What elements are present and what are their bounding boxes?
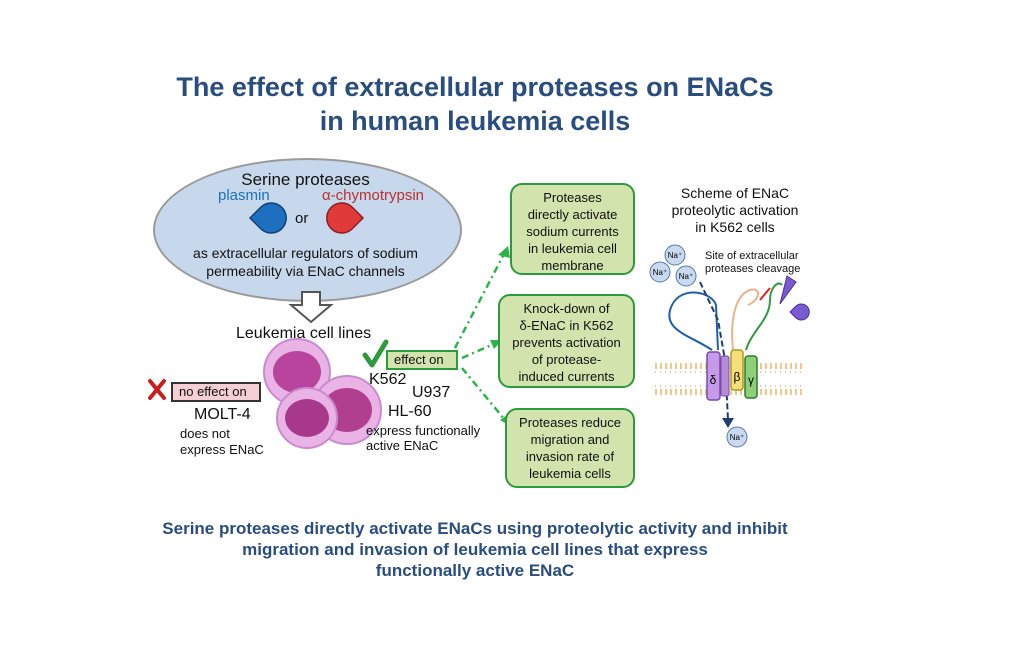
beta-subunit bbox=[730, 349, 744, 391]
ion-arrowhead bbox=[722, 418, 734, 428]
chymotrypsin-label: α-chymotrypsin bbox=[322, 187, 425, 204]
scheme-title-line-1: Scheme of ENaC bbox=[680, 185, 790, 201]
beta-label: β bbox=[734, 370, 741, 384]
result-2-line-2: δ-ENaC in K562 bbox=[519, 318, 614, 333]
check-icon bbox=[362, 339, 389, 368]
proteases-heading: Serine proteases bbox=[241, 170, 370, 189]
scheme-title-line-3: in K562 cells bbox=[695, 219, 775, 235]
result-2-line-5: induced currents bbox=[518, 369, 615, 384]
gamma-subunit bbox=[744, 355, 758, 399]
down-arrow-icon bbox=[288, 291, 334, 324]
result-3-line-4: leukemia cells bbox=[529, 466, 611, 481]
active-note-line-1: express functionally bbox=[366, 423, 481, 438]
result-1-line-5: membrane bbox=[541, 258, 604, 273]
molt4-label: MOLT-4 bbox=[194, 406, 251, 423]
result-box-2: Knock-down of δ-ENaC in K562 prevents ac… bbox=[498, 294, 635, 388]
title-line-1: The effect of extracellular proteases on… bbox=[176, 72, 774, 102]
beta-loop bbox=[731, 288, 759, 351]
na-ions bbox=[649, 244, 748, 448]
k562-label: K562 bbox=[369, 371, 407, 388]
proteases-description: as extracellular regulators of sodium pe… bbox=[153, 244, 458, 280]
proteases-desc-line-1: as extracellular regulators of sodium bbox=[193, 245, 418, 261]
plasmin-label: plasmin bbox=[218, 187, 270, 204]
plasmin-icon bbox=[248, 202, 287, 234]
cleavage-note-line-1: Site of extracellular bbox=[705, 250, 799, 262]
conclusion-line-2: migration and invasion of leukemia cell … bbox=[242, 540, 708, 559]
result-2-line-1: Knock-down of bbox=[523, 301, 610, 316]
conclusion-line-1: Serine proteases directly activate ENaCs… bbox=[162, 519, 788, 538]
delta-subunit bbox=[706, 351, 721, 401]
molt4-note: does not express ENaC bbox=[180, 426, 264, 458]
hl60-label: HL-60 bbox=[388, 403, 432, 420]
title-line-2: in human leukemia cells bbox=[319, 106, 631, 136]
proteases-desc-line-2: permeability via ENaC channels bbox=[206, 263, 405, 279]
arrow-to-result-1 bbox=[453, 251, 507, 349]
result-2-line-4: of protease- bbox=[531, 352, 602, 367]
na-ion-label-1: Na⁺ bbox=[668, 251, 682, 260]
cleavage-note-line-2: proteases cleavage bbox=[705, 263, 801, 275]
page-title: The effect of extracellular proteases on… bbox=[0, 70, 950, 138]
no-effect-tag: no effect on bbox=[171, 382, 261, 402]
result-3-line-2: migration and bbox=[530, 432, 610, 447]
arrow-to-result-2 bbox=[461, 341, 497, 360]
proteases-ellipse bbox=[153, 158, 462, 302]
na-ion-label-3: Na⁺ bbox=[679, 272, 693, 281]
or-label: or bbox=[295, 210, 309, 227]
effect-tag: effect on bbox=[386, 350, 458, 370]
arrow-to-result-3 bbox=[461, 367, 506, 421]
leukemia-cells-icon bbox=[263, 338, 382, 449]
result-2-line-3: prevents activation bbox=[512, 335, 621, 350]
scheme-title-line-2: proteolytic activation bbox=[671, 202, 799, 218]
result-1-line-2: directly activate bbox=[527, 207, 618, 222]
result-3-line-1: Proteases reduce bbox=[519, 415, 621, 430]
arrowhead-1 bbox=[498, 246, 510, 258]
cleaved-end bbox=[759, 287, 771, 301]
conclusion-text: Serine proteases directly activate ENaCs… bbox=[0, 518, 950, 581]
cell-lines-heading: Leukemia cell lines bbox=[236, 325, 372, 342]
na-ion-label-2: Na⁺ bbox=[653, 268, 667, 277]
result-box-3: Proteases reduce migration and invasion … bbox=[505, 408, 635, 488]
result-1-line-1: Proteases bbox=[543, 190, 602, 205]
result-3-line-3: invasion rate of bbox=[525, 449, 615, 464]
gamma-label: γ bbox=[748, 373, 754, 387]
protease-wedge-icon bbox=[779, 275, 797, 305]
membrane-bilayer bbox=[655, 363, 805, 395]
result-1-line-3: sodium currents bbox=[526, 224, 619, 239]
delta-label: δ bbox=[710, 373, 717, 387]
delta-loop bbox=[668, 291, 719, 351]
chymotrypsin-icon bbox=[326, 202, 365, 234]
result-box-1: Proteases directly activate sodium curre… bbox=[510, 183, 635, 275]
molt4-note-line-2: express ENaC bbox=[180, 442, 264, 457]
conclusion-line-3: functionally active ENaC bbox=[375, 561, 575, 580]
result-1-line-4: in leukemia cell bbox=[528, 241, 617, 256]
gamma-loop bbox=[745, 282, 783, 351]
cross-icon bbox=[148, 379, 166, 400]
molt4-note-line-1: does not bbox=[180, 426, 230, 441]
cleavage-note: Site of extracellular proteases cleavage bbox=[705, 250, 800, 276]
active-note-line-2: active ENaC bbox=[366, 438, 439, 453]
u937-label: U937 bbox=[412, 384, 451, 401]
na-ion-label-4: Na⁺ bbox=[730, 433, 744, 442]
protease-pacman-icon bbox=[789, 303, 810, 321]
scheme-title: Scheme of ENaC proteolytic activation in… bbox=[655, 185, 815, 236]
active-note: express functionally active ENaC bbox=[366, 423, 480, 453]
